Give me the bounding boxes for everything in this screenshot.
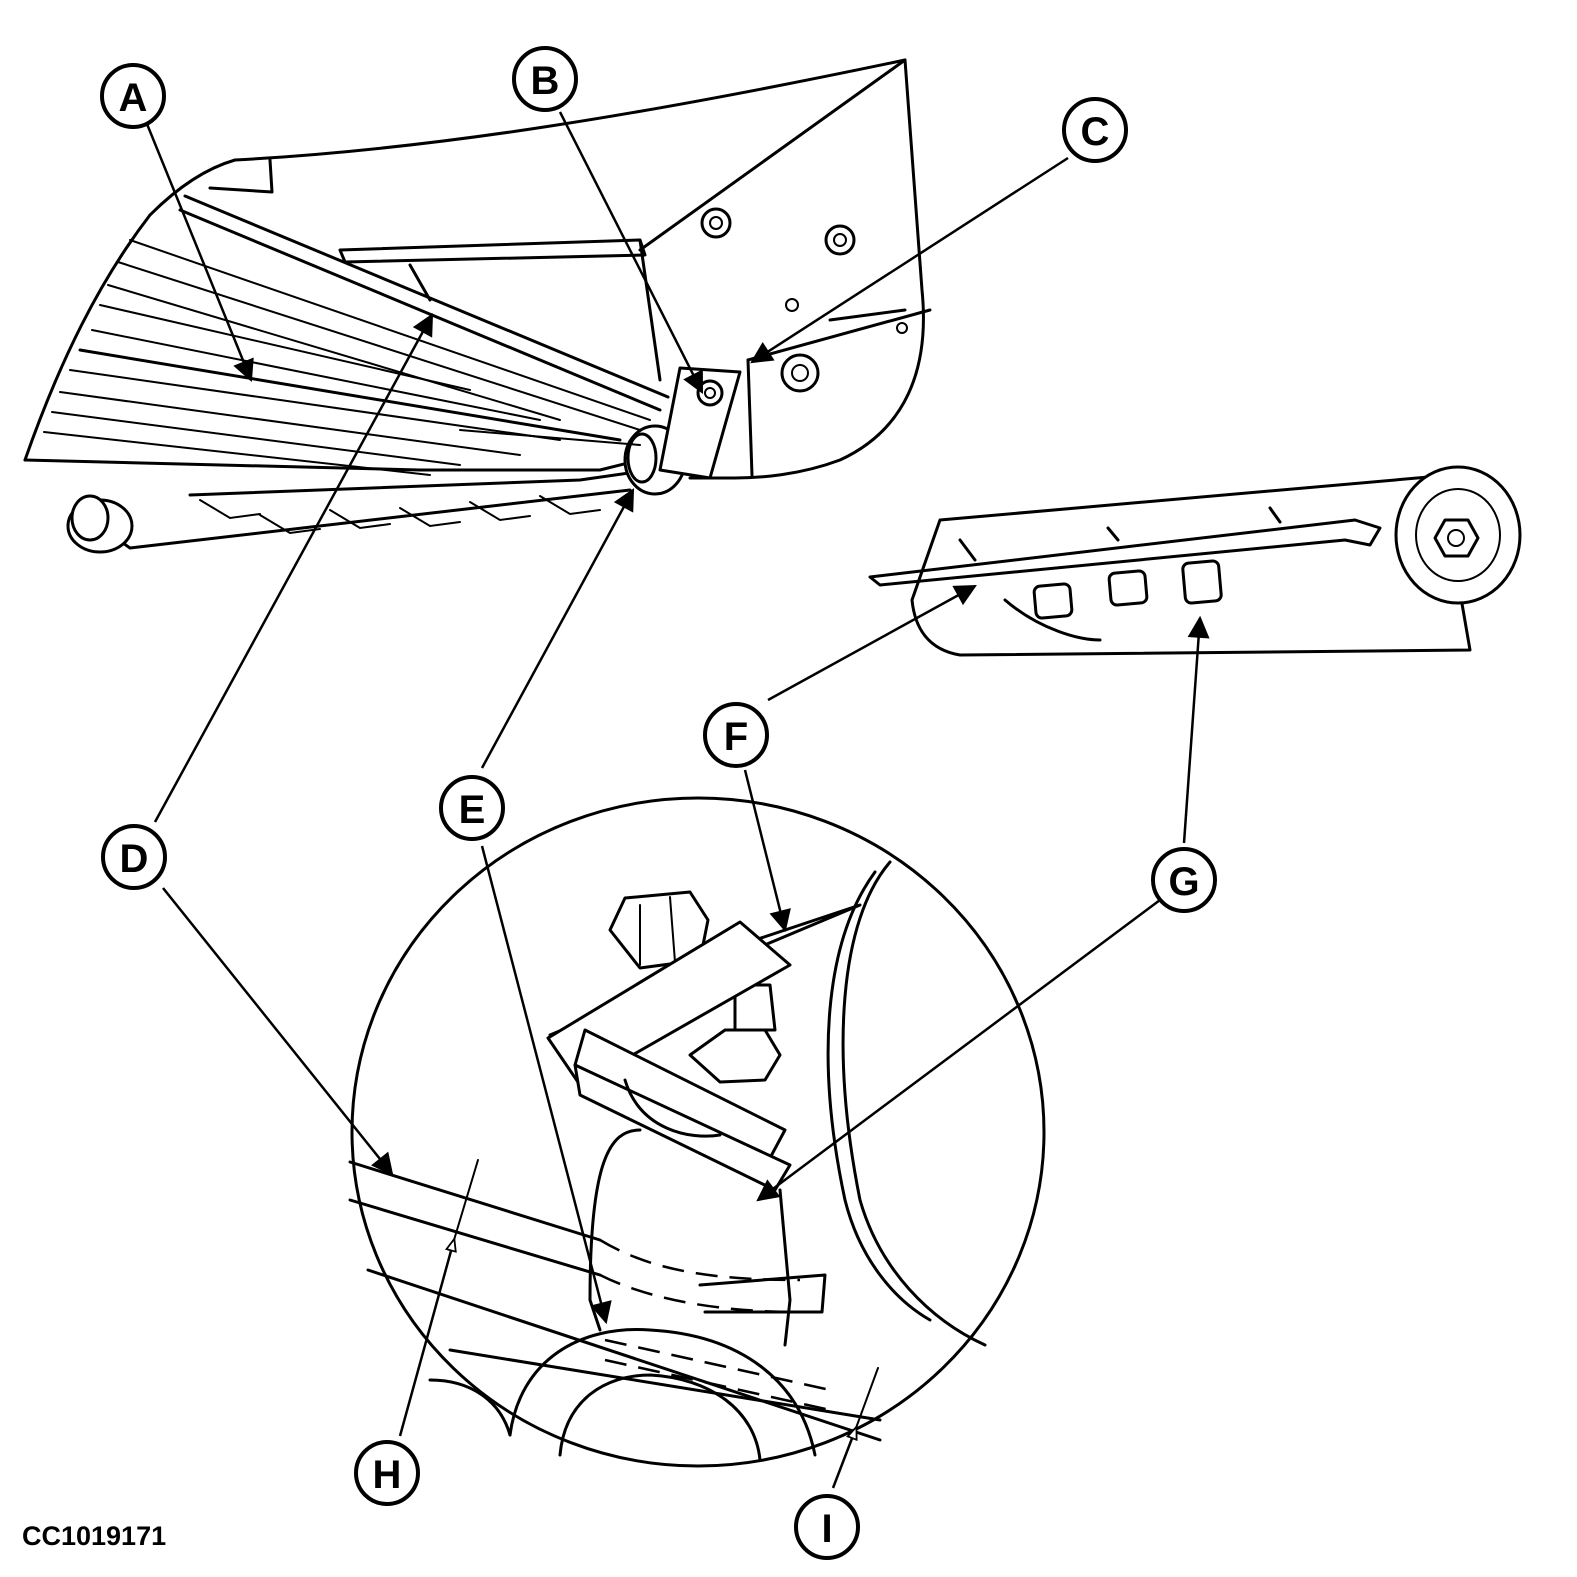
- callout-g: G: [1151, 847, 1217, 913]
- upper-assembly-drawing: [23, 58, 932, 554]
- svg-text:F: F: [724, 715, 748, 759]
- callout-f: F: [703, 702, 769, 768]
- svg-text:C: C: [1081, 110, 1110, 154]
- svg-text:B: B: [531, 59, 560, 103]
- svg-text:A: A: [119, 76, 148, 120]
- callout-b: B: [512, 46, 578, 112]
- callout-i: I: [794, 1494, 860, 1560]
- roller-part-drawing: [868, 465, 1522, 657]
- svg-text:H: H: [373, 1453, 402, 1497]
- svg-text:E: E: [459, 788, 486, 832]
- callout-c: C: [1062, 97, 1128, 163]
- svg-text:D: D: [120, 837, 149, 881]
- callout-e: E: [439, 775, 505, 841]
- figure-id: CC1019171: [22, 1521, 166, 1551]
- callout-d: D: [101, 824, 167, 890]
- leader-lines: [145, 111, 1210, 1489]
- callout-h: H: [354, 1440, 420, 1506]
- svg-text:I: I: [821, 1507, 832, 1551]
- callout-a: A: [100, 63, 166, 129]
- detail-view: [348, 796, 1046, 1468]
- svg-text:G: G: [1168, 860, 1199, 904]
